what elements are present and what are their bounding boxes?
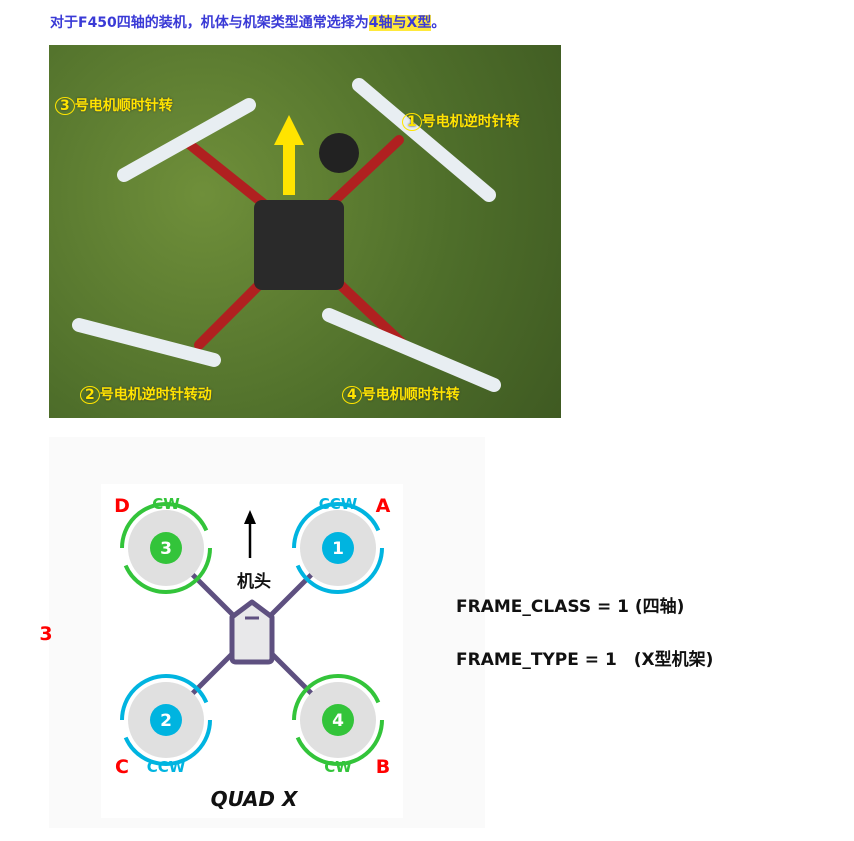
intro-highlight: 4轴与X型	[368, 15, 432, 31]
frame-type-text: FRAME_TYPE = 1 (X型机架)	[456, 650, 714, 670]
heading-arrow	[244, 510, 256, 558]
text: 号电机逆时针转动	[99, 387, 212, 403]
motor-3	[120, 502, 212, 594]
text: 号电机逆时针转	[421, 114, 520, 130]
motor-number: 1	[332, 539, 344, 559]
intro-text: 对于F450四轴的装机，机体与机架类型通常选择为4轴与X型。	[50, 12, 445, 32]
frame-body	[229, 599, 275, 665]
rotation-label: CW	[324, 758, 352, 776]
motor-1	[292, 502, 384, 594]
motor-letter: A	[376, 495, 391, 517]
text: 号电机顺时针转	[361, 387, 460, 403]
motor-4	[292, 674, 384, 766]
text: 号电机顺时针转	[74, 98, 173, 114]
text: 2	[80, 386, 100, 404]
intro-main: 对于F450四轴的装机，机体与机架类型通常选择为	[50, 15, 369, 31]
motor-2	[120, 674, 212, 766]
drone-illustration	[72, 78, 501, 392]
motor-letter: C	[115, 756, 129, 778]
rotation-label: CW	[152, 495, 180, 513]
text: 3	[55, 97, 75, 115]
stray-label: 3	[39, 623, 52, 645]
motor-number: 2	[160, 711, 172, 731]
text: 1	[402, 113, 422, 131]
diagram-title: QUAD X	[211, 787, 299, 811]
text: 4	[342, 386, 362, 404]
motor-number: 4	[332, 711, 344, 731]
motor-letter: D	[114, 495, 130, 517]
frame-class-text: FRAME_CLASS = 1 (四轴)	[456, 597, 685, 617]
motor-letter: B	[376, 756, 390, 778]
motor-number: 3	[160, 539, 172, 559]
intro-end: 。	[431, 15, 446, 31]
rotation-label: CCW	[319, 495, 358, 513]
rotation-label: CCW	[147, 758, 186, 776]
head-label: 机头	[237, 571, 271, 592]
